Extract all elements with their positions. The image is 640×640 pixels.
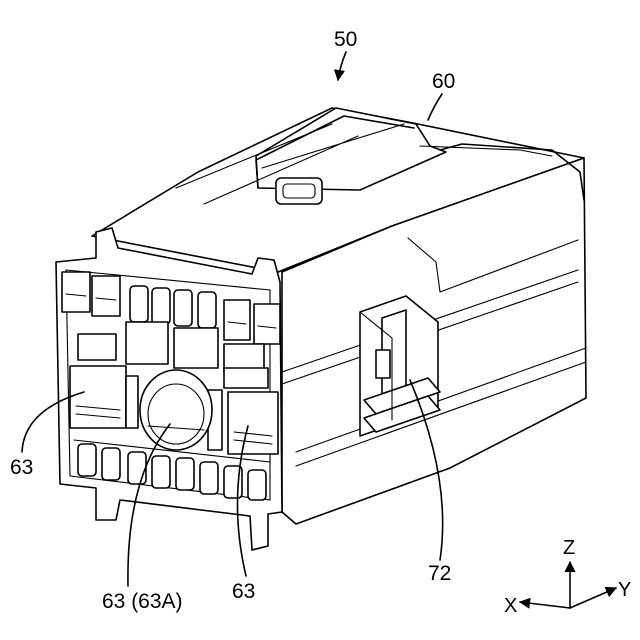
label-50: 50: [334, 28, 357, 51]
front-face: [56, 228, 282, 550]
axis-x-label: X: [504, 595, 517, 617]
axis-triad: Z X Y: [504, 537, 631, 617]
axis-z-label: Z: [563, 537, 575, 559]
label-63-center: 63 (63A): [102, 590, 183, 613]
label-63-right: 63: [232, 580, 255, 603]
leader-50: [338, 52, 346, 80]
label-72: 72: [428, 562, 451, 585]
axis-y-label: Y: [618, 579, 631, 601]
cavity-63-right: [228, 392, 278, 454]
label-63-left: 63: [10, 456, 33, 479]
leader-60: [428, 94, 442, 120]
cavity-63-left: [70, 366, 126, 428]
label-60: 60: [432, 70, 455, 93]
